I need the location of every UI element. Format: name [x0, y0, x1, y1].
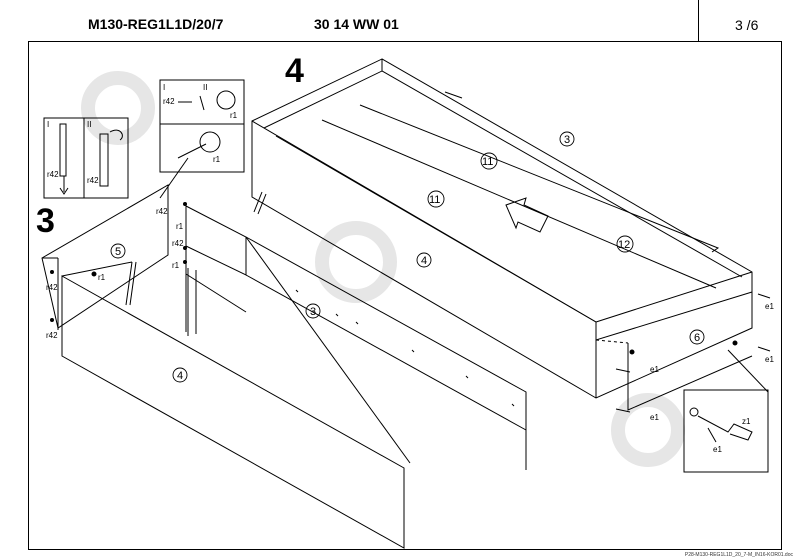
- reference-code: 30 14 WW 01: [314, 16, 399, 32]
- hw-e1-detail: e1: [713, 445, 722, 454]
- step-3-number: 3: [36, 202, 55, 240]
- part-11-label-top: 11: [482, 156, 493, 168]
- header: M130-REG1L1D/20/7 30 14 WW 01 3 /6: [0, 0, 799, 44]
- hw-r1-inset-iii: r1: [213, 155, 221, 164]
- hw-r42-inset-i: r42: [47, 170, 59, 179]
- inset-r42-detail: [43, 117, 129, 199]
- hw-e1-b: e1: [765, 355, 774, 364]
- hw-e1-a: e1: [765, 302, 774, 311]
- step3-assembly: [41, 184, 527, 549]
- hw-e1-c: e1: [650, 365, 659, 374]
- inset-r1-detail: [159, 79, 245, 199]
- hw-r1-c: r1: [98, 273, 106, 282]
- part-4-label: 4: [177, 370, 183, 382]
- hw-r42-inset: r42: [163, 97, 175, 106]
- inset-label-i: I: [47, 120, 49, 129]
- step-4-number: 4: [285, 52, 304, 90]
- part-11-label: 11: [429, 194, 440, 206]
- part-6-label: 6: [694, 332, 700, 344]
- drawing-frame: [28, 41, 782, 550]
- watermark-icons: [81, 71, 685, 467]
- hw-r42-a: r42: [156, 207, 168, 216]
- hw-r42-d: r42: [46, 331, 58, 340]
- part-5-label: 5: [115, 246, 121, 258]
- hw-r1-b: r1: [172, 261, 180, 270]
- inset-label-ii: II: [87, 120, 91, 129]
- part-12-label: 12: [618, 239, 630, 251]
- hw-r42-inset-ii: r42: [87, 176, 99, 185]
- model-code: M130-REG1L1D/20/7: [88, 16, 224, 32]
- hw-r42-c: r42: [46, 283, 58, 292]
- footer-filename: P28-M130-REG1L1D_20_7-M_IN16-KOR01.doc: [684, 552, 793, 558]
- step4-frame: [251, 58, 771, 473]
- hw-r1-inset: r1: [230, 111, 238, 120]
- hw-e1-d: e1: [650, 413, 659, 422]
- inset-label-i-r1: I: [163, 83, 165, 92]
- hw-r42-b: r42: [172, 239, 184, 248]
- page-number: 3 /6: [735, 17, 759, 33]
- part-4-label-top: 4: [421, 255, 427, 267]
- part-3-label: 3: [310, 306, 316, 318]
- inset-label-ii-r1: II: [203, 83, 207, 92]
- header-divider: [698, 0, 699, 42]
- hw-r1-a: r1: [176, 222, 184, 231]
- hw-z1: z1: [742, 417, 751, 426]
- part-3-label-top: 3: [564, 134, 570, 146]
